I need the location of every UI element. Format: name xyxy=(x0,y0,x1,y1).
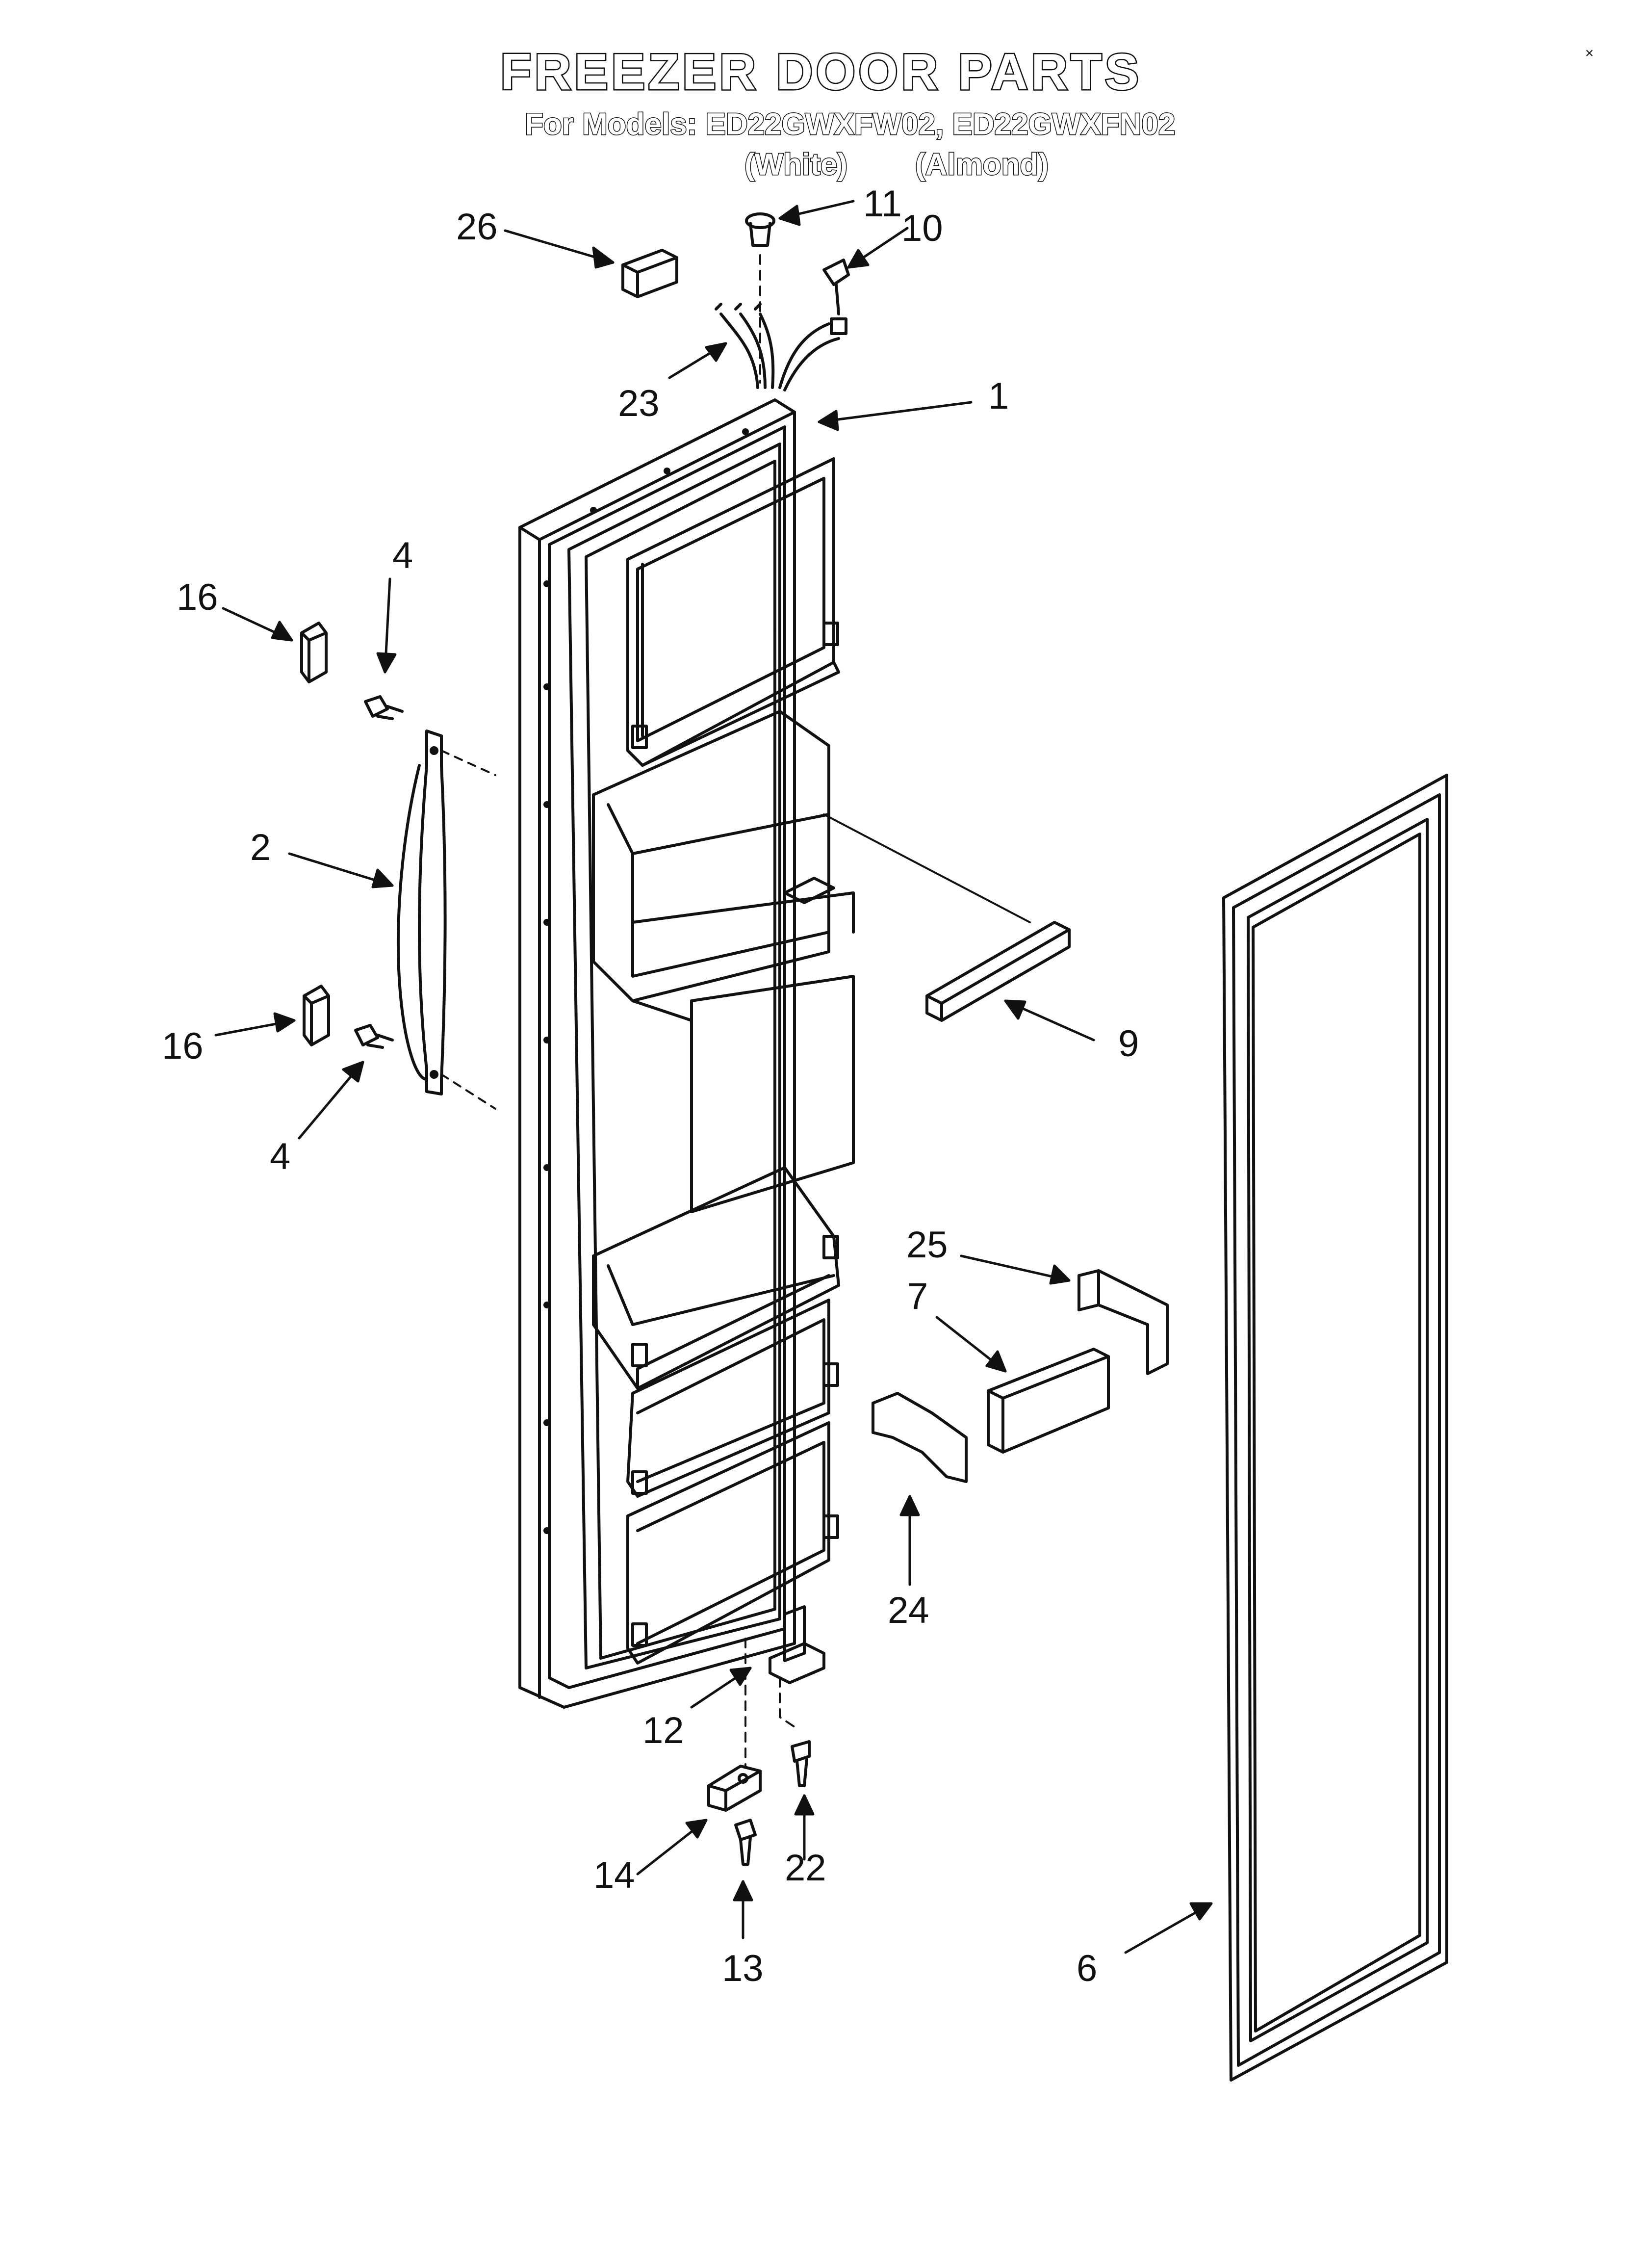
callout-16-top: 16 xyxy=(177,576,218,618)
callout-6: 6 xyxy=(1077,1948,1098,1989)
trim-strip xyxy=(925,921,1071,1022)
callout-26: 26 xyxy=(456,206,498,248)
plug-and-screw xyxy=(745,212,850,384)
callout-25: 25 xyxy=(906,1224,948,1266)
callout-24: 24 xyxy=(888,1590,929,1631)
variant-almond: (Almond) xyxy=(914,147,1049,182)
diagram-title: FREEZER DOOR PARTS xyxy=(499,43,1142,102)
callout-4-top: 4 xyxy=(392,535,413,576)
screw-13 xyxy=(734,1819,757,1866)
models-line: For Models: ED22GWXFW02, ED22GWXFN02 xyxy=(524,107,1176,142)
door-panel xyxy=(518,398,1031,1709)
callout-11: 11 xyxy=(863,183,902,225)
corner-mark: × xyxy=(1585,45,1594,61)
variant-white: (White) xyxy=(744,147,848,182)
leader-arrows xyxy=(214,200,1213,1954)
callout-9: 9 xyxy=(1118,1023,1139,1065)
callout-1: 1 xyxy=(988,375,1009,417)
hinge-pin-12 xyxy=(744,1605,825,1767)
callout-13: 13 xyxy=(722,1948,764,1989)
connector-part xyxy=(621,249,678,298)
wire-harness xyxy=(715,303,847,391)
callout-7: 7 xyxy=(907,1276,928,1317)
callout-10: 10 xyxy=(901,208,943,249)
callout-23: 23 xyxy=(618,383,660,424)
bracket-25 xyxy=(1078,1269,1169,1375)
callout-12: 12 xyxy=(642,1710,684,1751)
door-handle xyxy=(397,730,496,1110)
callout-14: 14 xyxy=(593,1854,635,1896)
callout-22: 22 xyxy=(785,1847,826,1889)
screw-bottom xyxy=(354,1024,394,1049)
bracket-24 xyxy=(872,1392,968,1483)
panel-7 xyxy=(987,1348,1110,1454)
screw-top xyxy=(364,695,404,720)
door-gasket xyxy=(1222,774,1448,2082)
callout-2: 2 xyxy=(250,827,271,868)
end-cap-bottom xyxy=(303,985,330,1046)
end-cap-top xyxy=(300,622,328,683)
callout-4-bottom: 4 xyxy=(270,1136,291,1177)
hinge-bracket-14 xyxy=(707,1765,762,1812)
screw-22 xyxy=(791,1740,811,1787)
callout-16-bottom: 16 xyxy=(162,1025,204,1067)
